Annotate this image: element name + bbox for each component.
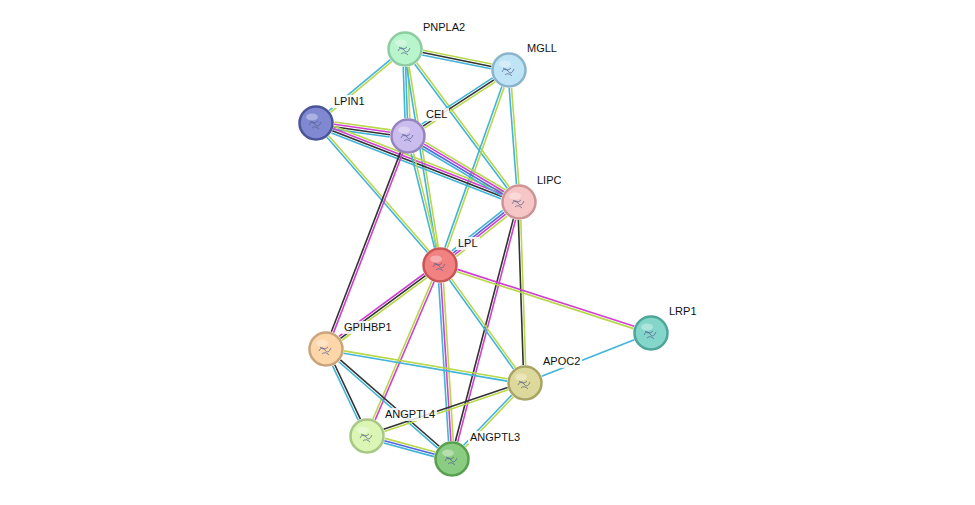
node-circle [308,331,344,367]
evidence-strand [335,365,361,419]
interaction-edge [422,142,506,196]
node-circle [507,365,543,401]
interaction-edge [439,283,454,441]
node-label: CEL [424,108,449,121]
evidence-strand [327,137,427,252]
evidence-strand [424,144,504,192]
node-circle [633,315,669,351]
evidence-strand [455,219,513,441]
evidence-strand [331,61,392,112]
interaction-edge [329,60,392,113]
interaction-edge [450,279,516,369]
evidence-strand [439,283,449,441]
node-circle [349,418,385,454]
evidence-strand [452,210,503,251]
protein-node: LPL [422,247,458,283]
protein-node: APOC2 [507,365,543,401]
evidence-strand [423,80,494,126]
node-label: LIPC [535,174,563,187]
evidence-strand [422,78,493,124]
evidence-strand [451,279,515,368]
evidence-strand [441,283,451,441]
interaction-edge [407,67,439,248]
evidence-strand [411,154,434,248]
protein-node: MGLL [491,52,527,88]
interaction-edge [331,152,402,332]
evidence-strand [334,153,403,332]
evidence-strand [403,67,405,118]
node-circle [298,105,334,141]
interaction-edge [542,340,635,377]
interaction-edge [457,269,634,328]
interaction-edge [384,438,436,456]
evidence-strand [329,136,429,251]
evidence-strand [423,53,492,67]
evidence-strand [457,272,634,329]
protein-node: GPIHBP1 [308,331,344,367]
evidence-strand [384,443,434,457]
interaction-edge [403,67,410,118]
evidence-strand [413,153,436,247]
node-label: LRP1 [667,305,699,318]
evidence-strand [406,67,408,118]
node-label: PNPLA2 [421,21,467,34]
protein-node: PNPLA2 [387,31,423,67]
node-label: LPL [456,237,480,250]
protein-node: LPIN1 [298,105,334,141]
node-label: GPIHBP1 [342,321,394,334]
protein-node: ANGPTL3 [434,441,470,477]
evidence-strand [450,280,514,369]
protein-node: LIPC [501,184,537,220]
evidence-strand [456,216,507,257]
interaction-edge [422,78,495,128]
node-label: ANGPTL4 [383,408,437,421]
evidence-strand [458,269,635,326]
node-label: LPIN1 [332,95,367,108]
node-circle [390,118,426,154]
evidence-strand [333,366,359,420]
evidence-strand [542,340,635,377]
evidence-strand [422,55,491,69]
protein-node: LRP1 [633,315,669,351]
interaction-edge [411,153,437,248]
interaction-edge [509,88,519,184]
evidence-strand [509,88,516,184]
node-label: APOC2 [541,355,582,368]
node-circle [501,184,537,220]
evidence-strand [424,82,495,128]
interaction-edge [384,388,509,432]
protein-node: ANGPTL4 [349,418,385,454]
evidence-strand [407,67,436,247]
evidence-strand [422,148,502,196]
evidence-strand [342,278,427,341]
evidence-strand [344,351,508,379]
evidence-strand [344,353,508,381]
evidence-strand [453,212,504,253]
evidence-strand [340,276,425,339]
evidence-strand [423,146,503,194]
evidence-strand [455,214,506,255]
interaction-edge [452,210,507,256]
node-circle [422,247,458,283]
evidence-strand [384,441,434,455]
evidence-strand [375,282,434,420]
evidence-strand [425,142,505,190]
node-label: MGLL [525,42,559,55]
evidence-strand [333,129,389,137]
node-circle [387,31,423,67]
evidence-strand [444,283,454,441]
evidence-strand [329,60,390,111]
interaction-edge [422,50,492,69]
node-circle [434,441,470,477]
evidence-strand [339,274,424,337]
interaction-edge [344,351,508,381]
protein-node: CEL [390,118,426,154]
node-circle [491,52,527,88]
node-label: ANGPTL3 [468,431,522,444]
